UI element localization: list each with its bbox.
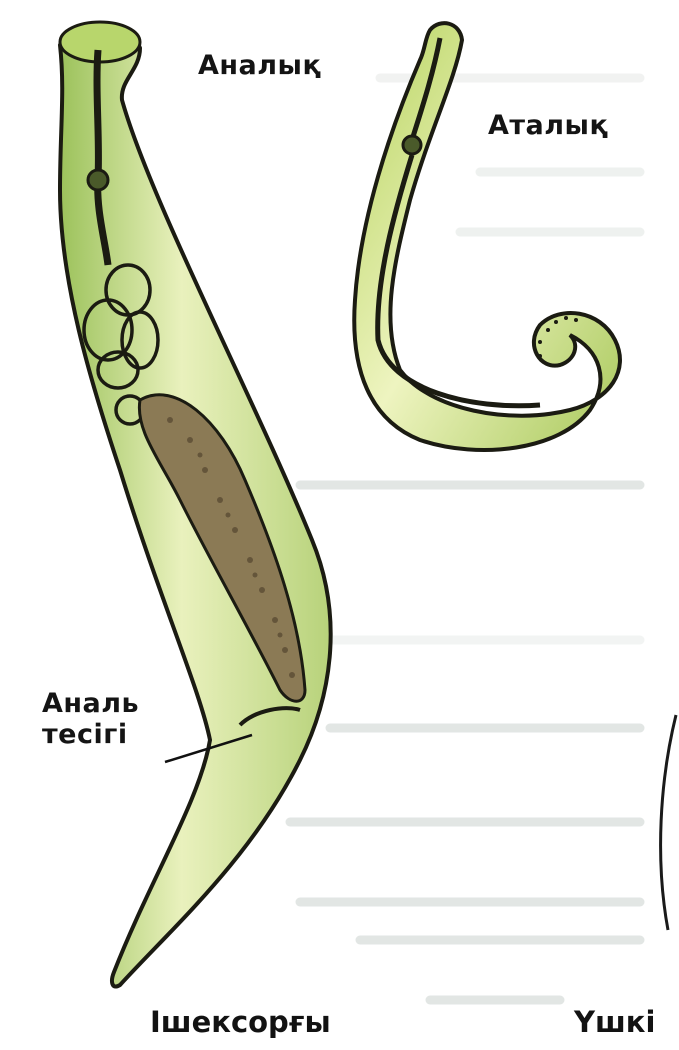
male-pinworm — [354, 23, 620, 450]
next-figure-edge — [661, 715, 676, 930]
anus-label: Аналь тесігі — [42, 688, 139, 750]
female-label: Аналық — [198, 52, 321, 79]
female-bulb — [88, 170, 108, 190]
male-gut — [378, 155, 540, 406]
male-body — [354, 23, 620, 450]
anus-label-line1: Аналь — [42, 688, 139, 719]
next-figure-caption: Үшкі — [574, 1008, 655, 1037]
male-bulb — [403, 136, 421, 154]
anus-label-line2: тесігі — [42, 719, 139, 750]
female-pinworm — [60, 22, 331, 987]
pinworm-caption: Ішексорғы — [150, 1008, 331, 1037]
male-label: Аталық — [488, 112, 608, 139]
bleed-through-text — [290, 78, 640, 1000]
